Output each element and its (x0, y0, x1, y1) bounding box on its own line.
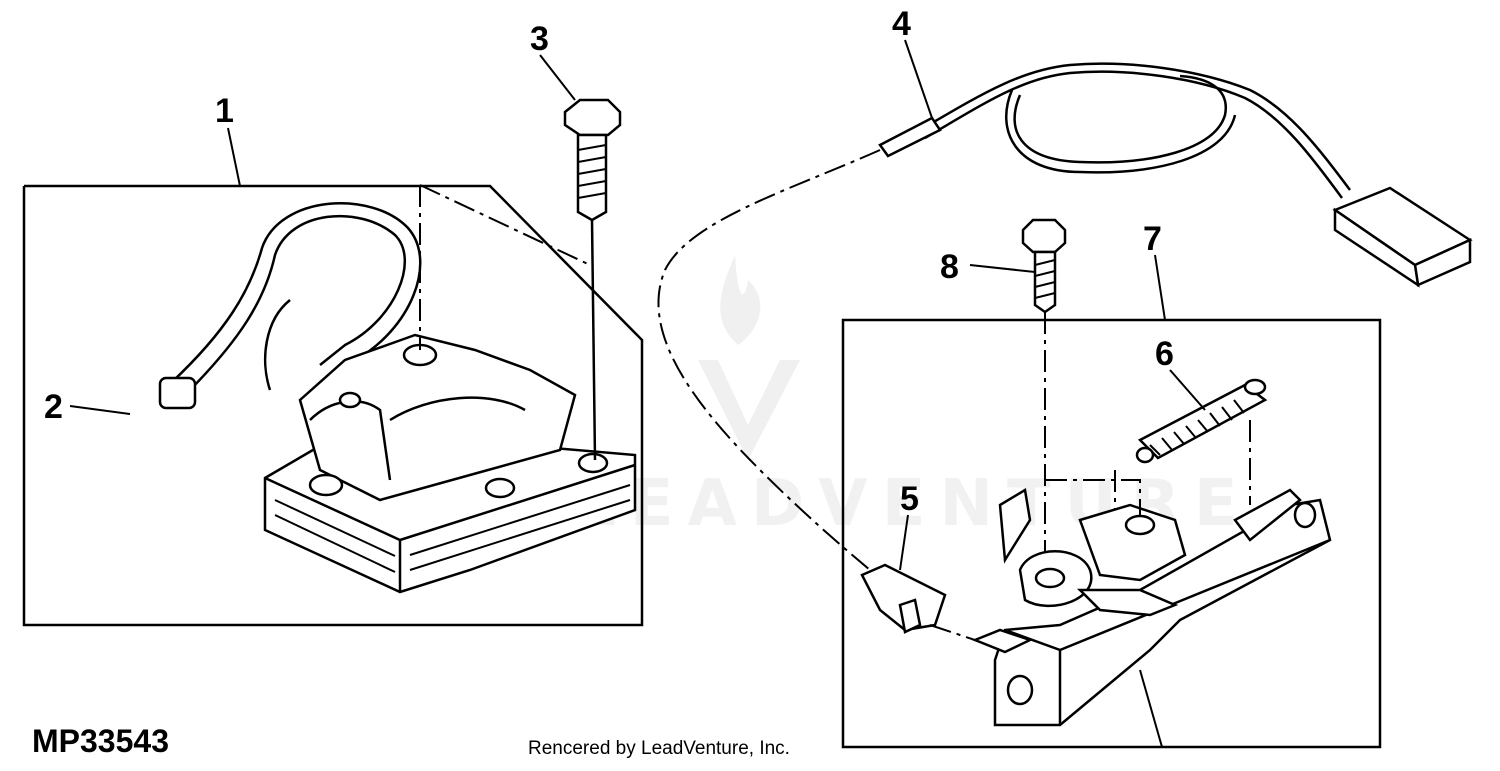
callout-7: 7 (1143, 220, 1162, 258)
leader-lines (69, 39, 1206, 748)
render-credit: Rencered by LeadVenture, Inc. (528, 738, 790, 759)
cap-screw-3 (563, 98, 622, 461)
callout-6: 6 (1155, 335, 1174, 373)
callout-5: 5 (900, 480, 919, 518)
ignition-module-drawing (158, 184, 637, 594)
control-bracket-frame (841, 318, 1382, 749)
ignition-module-frame (22, 184, 644, 627)
callout-labels: 1 2 3 4 5 6 7 8 (44, 5, 1174, 518)
callout-4: 4 (892, 5, 911, 43)
callout-3: 3 (530, 20, 549, 58)
callout-1: 1 (215, 92, 234, 130)
wiring-lead-drawing (657, 62, 1473, 571)
screw-8 (1021, 218, 1067, 570)
callout-8: 8 (940, 248, 959, 286)
callout-2: 2 (44, 388, 63, 426)
figure-id: MP33543 (32, 723, 169, 759)
control-bracket-drawing (860, 479, 1332, 727)
